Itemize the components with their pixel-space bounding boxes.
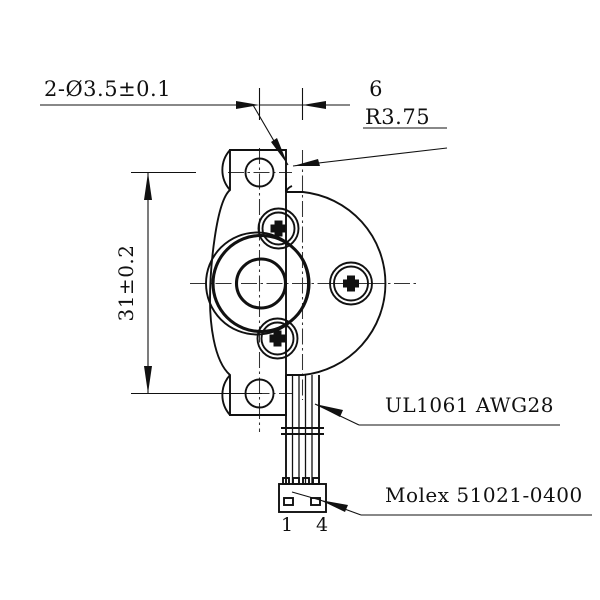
width-dimension (236, 88, 350, 120)
screw-head-circle (261, 211, 296, 246)
top-tab-round-end (221, 149, 231, 191)
lead-wires (281, 375, 324, 484)
height-arrow-top (144, 172, 152, 200)
phillips-cross-icon (343, 275, 359, 292)
screw-washer-outer (329, 261, 373, 306)
bracket-outline (209, 149, 287, 416)
height-arrow-bottom (144, 366, 152, 394)
screw-washer-outer (257, 207, 300, 250)
connector-cavity-4 (310, 497, 321, 506)
connector-callout-leader (291, 491, 592, 516)
connector-tab-2 (292, 477, 300, 485)
wire-callout-arrowhead (315, 404, 343, 417)
bottom-tab-round-end (221, 374, 231, 416)
hole-callout-label: 2-Ø3.5±0.1 (44, 77, 171, 101)
hole-callout-arrowhead (271, 138, 288, 165)
connector-tab-3 (302, 477, 310, 485)
width-arrow-left (236, 101, 260, 109)
screw-head-circle (260, 321, 295, 356)
pin-label-first: 1 (281, 514, 293, 536)
mounting-bracket (209, 149, 287, 416)
phillips-cross-icon (269, 330, 286, 347)
connector-housing (278, 477, 327, 513)
motor-can-outline (286, 191, 387, 376)
height-dimension (131, 171, 262, 395)
height-dimension-label: 31±0.2 (114, 244, 138, 321)
connector-callout-arrowhead (320, 500, 348, 512)
screw-right (329, 261, 373, 306)
connector-tab-4 (312, 477, 320, 485)
connector-callout-label: Molex 51021-0400 (385, 483, 583, 507)
radius-callout-arrowhead (293, 159, 320, 166)
screw-upper (257, 207, 300, 250)
hub-boss-circle (211, 233, 311, 334)
radius-callout-label: R3.75 (365, 105, 430, 129)
mounting-tab-hole (244, 157, 275, 188)
wire-callout-leader (314, 403, 560, 426)
screw-head-circle (333, 265, 369, 302)
output-shaft-bore (234, 257, 288, 310)
connector-tab-1 (282, 477, 290, 485)
phillips-cross-icon (270, 220, 287, 237)
screw-lower (256, 317, 299, 360)
wire-callout-label: UL1061 AWG28 (385, 393, 554, 417)
connector-callout-inner-line (291, 491, 321, 501)
screw-washer-outer (256, 317, 299, 360)
hole-callout-leader (40, 104, 289, 166)
centerlines (190, 148, 418, 432)
connector-cavity-1 (283, 497, 294, 506)
screws (256, 207, 373, 360)
pin-label-last: 4 (316, 514, 328, 536)
width-dimension-label: 6 (369, 77, 383, 101)
radius-callout-leader (292, 127, 448, 167)
